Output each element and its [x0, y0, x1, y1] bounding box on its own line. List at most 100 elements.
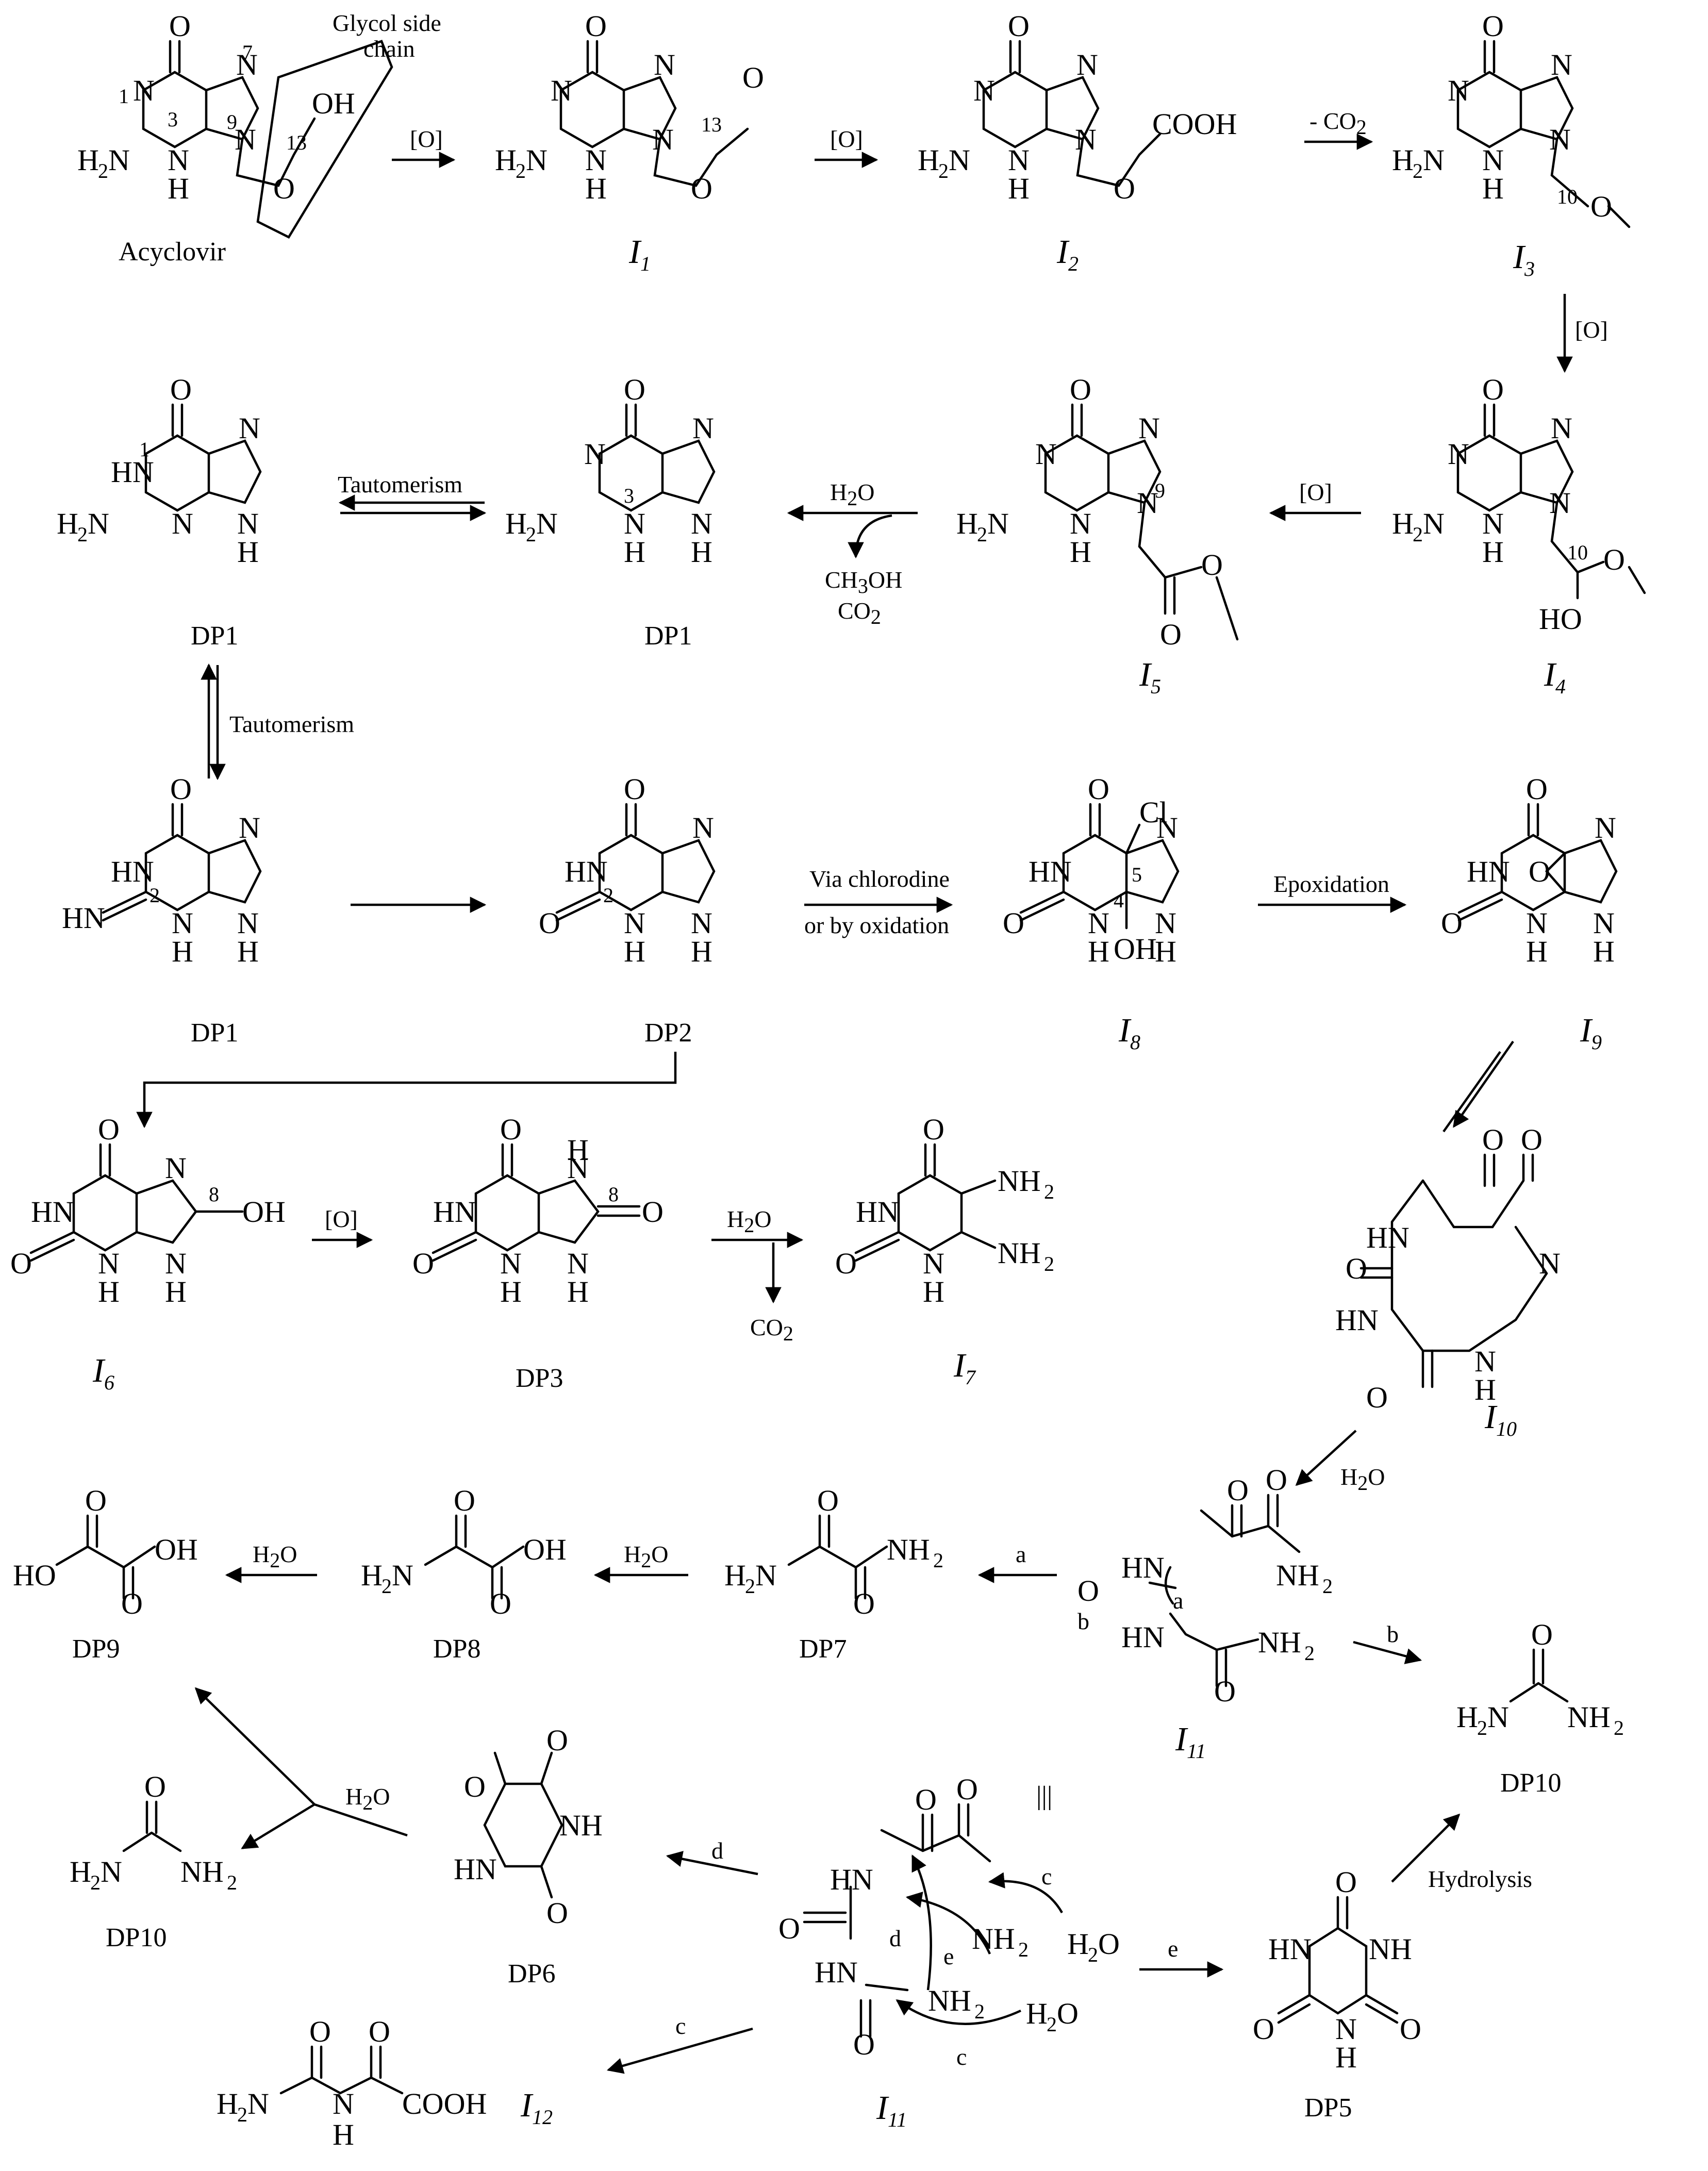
svg-text:O: O: [309, 2015, 331, 2048]
svg-text:O: O: [546, 1896, 568, 1930]
svg-text:H: H: [567, 1275, 589, 1308]
svg-text:N: N: [1335, 2012, 1357, 2046]
svg-text:NH: NH: [928, 1984, 971, 2017]
svg-text:O: O: [1603, 543, 1625, 576]
svg-text:or by oxidation: or by oxidation: [804, 912, 949, 938]
I12-label: I12: [520, 2086, 553, 2129]
svg-text:N: N: [949, 143, 970, 177]
svg-text:N: N: [101, 1855, 122, 1888]
svg-text:H: H: [1456, 1700, 1478, 1734]
svg-text:HN: HN: [815, 1955, 858, 1989]
svg-text:H: H: [624, 535, 645, 569]
svg-text:[O]: [O]: [325, 1206, 358, 1232]
svg-text:N: N: [526, 143, 548, 177]
svg-text:2: 2: [382, 1575, 392, 1598]
svg-text:N: N: [1035, 437, 1057, 471]
svg-text:O: O: [624, 373, 645, 406]
svg-text:1: 1: [139, 438, 150, 461]
svg-text:H: H: [333, 2118, 354, 2151]
svg-text:O: O: [585, 9, 607, 43]
svg-text:H: H: [505, 507, 527, 540]
svg-text:10: 10: [1557, 185, 1578, 208]
I7-label: I7: [953, 1347, 976, 1389]
svg-text:OH: OH: [523, 1533, 567, 1566]
svg-text:2: 2: [933, 1549, 943, 1572]
svg-text:O: O: [1346, 1252, 1367, 1285]
svg-text:2: 2: [516, 159, 526, 183]
svg-text:NH: NH: [887, 1533, 930, 1566]
svg-text:O: O: [369, 2015, 390, 2048]
I6-label: I6: [92, 1352, 114, 1394]
svg-text:2: 2: [1322, 1575, 1333, 1598]
svg-text:2: 2: [977, 523, 987, 546]
svg-text:N: N: [392, 1559, 413, 1592]
I8-structure: O Cl HN N N H N H O OH 5 4 I8: [1003, 772, 1180, 1054]
I9-label: I9: [1580, 1012, 1602, 1054]
svg-text:N: N: [1448, 74, 1469, 107]
I2-label: I2: [1056, 233, 1079, 275]
svg-text:O: O: [412, 1247, 434, 1280]
DP10-label-a: DP10: [1500, 1768, 1561, 1798]
svg-text:O: O: [170, 772, 192, 806]
svg-text:O: O: [817, 1484, 839, 1517]
svg-text:2: 2: [1413, 159, 1423, 183]
svg-text:N: N: [1487, 1700, 1509, 1734]
svg-text:HO: HO: [1539, 602, 1582, 636]
svg-text:2: 2: [603, 884, 613, 907]
svg-text:HN: HN: [62, 901, 105, 935]
svg-text:H: H: [923, 1275, 944, 1308]
svg-text:H: H: [956, 507, 978, 540]
svg-text:O: O: [454, 1484, 475, 1517]
svg-text:NH: NH: [972, 1922, 1015, 1955]
svg-text:2: 2: [1044, 1180, 1054, 1203]
svg-text:N: N: [237, 507, 259, 540]
svg-text:O: O: [853, 2028, 875, 2061]
svg-text:O: O: [691, 172, 712, 205]
DP1-label-a: DP1: [191, 621, 238, 651]
svg-text:N: N: [165, 1247, 187, 1280]
svg-text:a: a: [1016, 1541, 1026, 1567]
svg-text:N: N: [567, 1247, 589, 1280]
svg-text:N: N: [1593, 906, 1615, 940]
I3-label: I3: [1513, 238, 1535, 280]
svg-text:[O]: [O]: [1299, 479, 1332, 505]
svg-text:e: e: [1168, 1935, 1178, 1962]
svg-text:H: H: [691, 935, 712, 968]
svg-text:N: N: [1448, 437, 1469, 471]
svg-text:O: O: [1003, 906, 1024, 940]
svg-text:N: N: [755, 1559, 777, 1592]
svg-text:N: N: [1076, 48, 1098, 81]
svg-text:H: H: [165, 1275, 187, 1308]
svg-text:HN: HN: [565, 855, 608, 888]
svg-text:2: 2: [227, 1871, 237, 1894]
svg-text:NH: NH: [998, 1236, 1041, 1270]
svg-text:7: 7: [242, 41, 253, 64]
svg-text:H: H: [1155, 935, 1176, 968]
svg-text:N: N: [652, 123, 674, 156]
svg-text:2: 2: [77, 523, 88, 546]
svg-text:NH: NH: [1258, 1626, 1301, 1659]
svg-text:H: H: [172, 935, 193, 968]
svg-text:2: 2: [1047, 2013, 1057, 2036]
svg-text:H: H: [624, 935, 645, 968]
svg-text:H: H: [691, 535, 712, 569]
svg-text:O: O: [1160, 618, 1182, 651]
svg-text:a: a: [1173, 1587, 1183, 1614]
I9-structure: O HN N O N H N H O I9: [1441, 772, 1618, 1054]
svg-text:H2O: H2O: [624, 1541, 668, 1572]
svg-text:3: 3: [168, 108, 178, 131]
svg-text:d: d: [889, 1925, 901, 1951]
I10-label: I10: [1484, 1398, 1517, 1440]
svg-text:O: O: [1008, 9, 1030, 43]
DP8-label: DP8: [433, 1634, 480, 1664]
svg-text:O: O: [1482, 9, 1504, 43]
svg-text:Hydrolysis: Hydrolysis: [1428, 1866, 1532, 1892]
svg-text:O: O: [1077, 1574, 1099, 1607]
